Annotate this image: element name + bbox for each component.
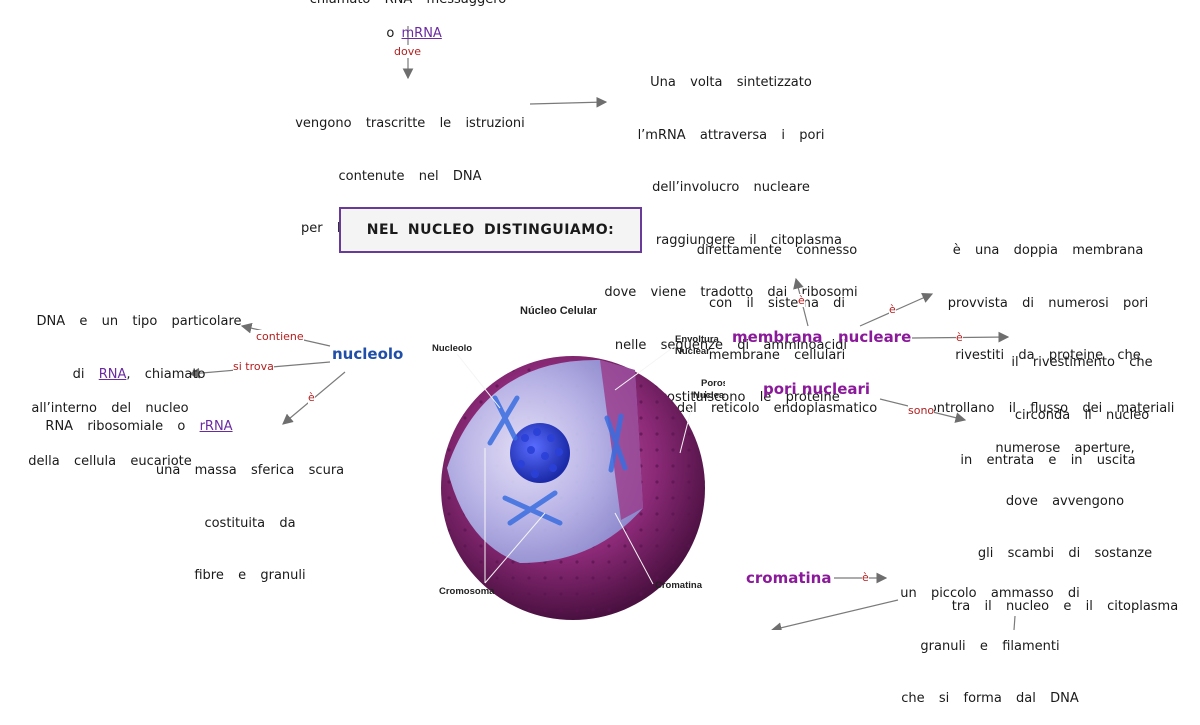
keyword-pori-nucleari[interactable]: pori nucleari [763,380,871,398]
label-dove: dove [394,45,421,58]
sintetizzato-line-3: dell’involucro nucleare [652,180,810,195]
image-label-cromatina: Cromatina [655,580,703,591]
mrna-link[interactable]: mRNA [401,25,442,41]
istruzioni-line-1: vengono trascritte le istruzioni [295,116,525,131]
dna-line-2-suffix: , chiamato [126,366,206,382]
label-membrana-e-3: è [956,331,963,344]
section-title: NEL NUCLEO DISTINGUIAMO: [366,222,615,238]
mrna-line: o mRNA [362,7,452,42]
istruzioni-line-2: contenute nel DNA [338,168,482,184]
label-si-trova: si trova [233,360,274,373]
membrana-rivestimento-text: il rivestimento che circonda il nucleo [1004,319,1160,442]
ammasso-line-3: che si forma dal DNA [901,691,1079,706]
keyword-nucleare[interactable]: nucleare [838,328,912,346]
nucleolo-massa-text: una massa sferica scura costituita da fi… [150,427,350,602]
doppia-line-2: provvista di numerosi pori [947,295,1149,311]
aperture-line-2: dove avvengono [1005,493,1125,509]
aperture-line-4: tra il nucleo e il citoplasma [951,598,1179,614]
label-nucleolo-e: è [308,391,315,404]
rna-link[interactable]: RNA [98,366,127,382]
dna-line-2-prefix: di [72,366,99,382]
massa-line-3: fibre e granuli [194,568,306,583]
nucleolo-interno-text: all’interno del nucleo della cellula euc… [20,365,200,488]
sintetizzato-line-6: nelle sequenze di amminoacidi [614,337,848,353]
label-cromatina-e: è [862,571,869,584]
dna-line-3-prefix: RNA ribosomiale o [45,419,200,434]
membrana-doppia-text: è una doppia membrana provvista di numer… [918,207,1178,487]
arrow-ammasso-down [770,599,899,630]
label-membrana-e-1: è [798,294,805,307]
keyword-nucleolo[interactable]: nucleolo [332,345,404,363]
pori-aperture-text: numerose aperture, dove avvengono gli sc… [940,405,1190,633]
doppia-line-4: controllano il flusso dei materiali [921,400,1175,416]
connesso-line-2: con il sistema di [708,295,846,311]
image-label-cromosoma: Cromosoma [439,586,495,597]
rivestimento-line-1: il rivestimento che [1011,355,1153,370]
nucleus-illustration: Núcleo Celular Nucleolo Envoltura Nuclea… [432,305,725,620]
dna-line-2: di RNA, chiamato [30,366,248,384]
arrow-istruzioni-sintetizzato [529,96,608,108]
ammasso-line-1: un piccolo ammasso di [900,586,1080,601]
sintetizzato-line-1: Una volta sintetizzato [650,75,812,90]
cromatina-ammasso-text: un piccolo ammasso di granuli e filament… [890,550,1090,725]
image-title: Núcleo Celular [520,305,598,317]
arrow-nucleare-doppia [859,292,934,327]
connesso-line-4: del reticolo endoplasmatico [676,400,878,416]
connesso-line-1: direttamente connesso [696,243,858,258]
image-label-poros-2: Nucleares [693,390,725,401]
doppia-line-5: in entrata e in uscita [960,453,1136,468]
keyword-membrana[interactable]: membrana [732,328,823,346]
aperture-line-3: gli scambi di sostanze [977,546,1153,561]
keyword-cromatina[interactable]: cromatina [746,569,832,587]
dna-line-3: RNA ribosomiale o rRNA [30,418,248,436]
mrna-prefix: o [386,25,402,41]
massa-line-1: una massa sferica scura [155,463,345,478]
interno-line-1: all’interno del nucleo [31,401,189,416]
label-contiene: contiene [256,330,304,343]
partial-line-rna-messaggero: chiamato RNA messaggero [308,0,508,9]
nucleolo-dna-text: DNA e un tipo particolare di RNA, chiama… [30,278,248,453]
ammasso-line-2: granuli e filamenti [920,638,1060,654]
sintetizzato-line-2: l’mRNA attraversa i pori [637,127,825,143]
image-label-envoltura-1: Envoltura [675,334,720,345]
membrana-connesso-text: direttamente connesso con il sistema di … [672,207,882,435]
doppia-line-1: è una doppia membrana [952,243,1144,258]
massa-line-2: costituita da [204,515,296,531]
aperture-line-1: numerose aperture, [995,441,1135,456]
image-label-poros-1: Poros [701,378,725,389]
sintetizzato-line-5: dove viene tradotto dai ribosomi [604,285,858,300]
arrow-right-edge [1013,615,1016,630]
label-membrana-e-2: è [889,303,896,316]
doppia-line-3: rivestiti da proteine che [955,348,1141,363]
rrna-link[interactable]: rRNA [199,419,233,434]
image-label-nucleolo: Nucleolo [432,343,472,354]
rivestimento-line-2: circonda il nucleo [1014,407,1150,423]
sintetizzato-text: Una volta sintetizzato l’mRNA attraversa… [600,39,862,424]
interno-line-2: della cellula eucariote [28,453,192,469]
label-sono: sono [908,404,935,417]
section-title-box: NEL NUCLEO DISTINGUIAMO: [339,207,642,253]
dna-line-1: DNA e un tipo particolare [36,314,242,329]
image-label-envoltura-2: Nuclear [675,346,710,357]
connesso-line-3: membrane cellulari [708,348,846,363]
